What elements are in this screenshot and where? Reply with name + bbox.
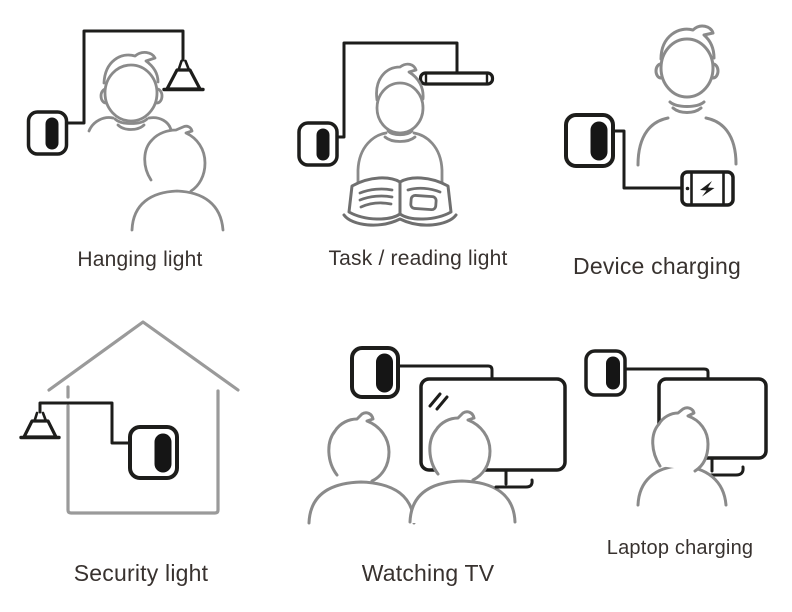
device-charging-label: Device charging xyxy=(573,253,741,279)
power-cord xyxy=(64,29,185,125)
person-icon xyxy=(636,406,728,507)
power-cord xyxy=(623,367,710,380)
power-device-icon xyxy=(26,110,69,156)
power-cord xyxy=(335,41,459,139)
tv-stand xyxy=(494,468,534,489)
hanging-light-label: Hanging light xyxy=(77,248,203,271)
person-icon xyxy=(307,411,416,525)
person-icon xyxy=(87,51,173,133)
power-device-icon xyxy=(350,346,400,399)
phone-icon xyxy=(680,170,735,207)
tube-light-icon xyxy=(418,71,495,86)
pendant-lamp-icon xyxy=(162,59,205,92)
person-icon xyxy=(408,410,517,524)
device-charging-illustration xyxy=(564,24,738,207)
laptop-charging-illustration xyxy=(584,349,768,507)
power-device-icon xyxy=(584,349,627,397)
lightning-bolt-icon xyxy=(700,181,715,197)
watching-tv-label: Watching TV xyxy=(361,560,495,586)
hanging-light-illustration xyxy=(26,29,225,232)
person-icon xyxy=(130,124,225,232)
person-icon xyxy=(356,62,444,188)
monitor-stand xyxy=(700,456,745,477)
power-cord xyxy=(397,364,494,380)
power-cord xyxy=(38,401,132,445)
person-icon xyxy=(636,24,738,167)
task-reading-light-label: Task / reading light xyxy=(328,247,508,270)
task-reading-light-illustration xyxy=(297,41,495,227)
power-cord xyxy=(612,129,684,190)
open-book-icon xyxy=(342,176,458,227)
security-light-label: Security light xyxy=(73,560,209,586)
power-device-icon xyxy=(128,425,179,480)
pendant-lamp-icon xyxy=(19,411,61,440)
power-device-icon xyxy=(297,121,339,167)
security-light-illustration xyxy=(19,320,240,515)
watching-tv-illustration xyxy=(307,346,567,525)
power-device-icon xyxy=(564,113,615,168)
house-icon xyxy=(47,320,240,515)
laptop-charging-label: Laptop charging xyxy=(606,537,754,559)
